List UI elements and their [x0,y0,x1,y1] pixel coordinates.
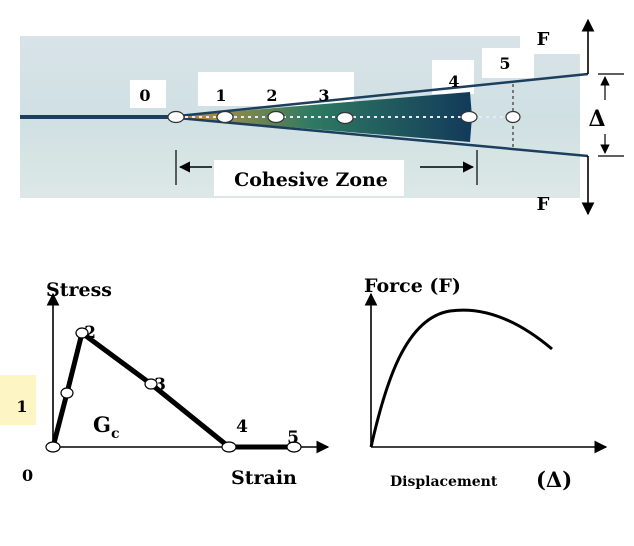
node-4 [460,110,478,124]
label-patch [130,80,166,108]
highlight-box [0,375,36,425]
point-label-5: 5 [287,428,299,448]
upper-crack-face [177,72,589,118]
force-label-top: F [537,29,550,50]
force-displacement-diagram: Force (F) Displacement (Δ) [364,275,608,492]
stage-label-3: 3 [318,86,329,105]
energy-subscript: c [111,426,120,442]
energy-symbol: G [93,412,111,437]
force-displacement-curve [369,308,553,448]
traction-curve [50,330,294,450]
stress-strain-diagram: Stress Strain 0 1 2 3 4 5 Gc [16,279,330,489]
side-label: 1 [16,397,27,416]
force-axis-label: Force (F) [364,275,461,297]
opening-label: Δ [588,106,605,132]
traction-point-0 [45,441,61,453]
force-label-bottom: F [537,194,550,215]
lower-crack-face [177,116,589,158]
traction-point-3 [144,378,158,390]
origin-label: 0 [22,466,33,485]
crack-figure: 0 1 2 3 4 5 F F Δ Cohesive Zone [20,18,624,216]
point-label-4: 4 [236,417,248,437]
traction-point-1 [60,387,74,399]
node-1 [216,110,234,124]
point-label-3: 3 [154,375,166,395]
point-label-2: 2 [84,323,96,343]
stage-label-2: 2 [266,86,277,105]
stage-label-1: 1 [215,86,226,105]
strain-axis-label: Strain [231,467,297,489]
stress-axis-label: Stress [46,279,112,301]
label-patch [520,32,582,54]
node-3 [336,111,354,125]
traction-point-4 [221,441,237,453]
energy-label: Gc [93,412,119,442]
node-0 [167,110,185,124]
stage-label-5: 5 [499,54,510,73]
stage-label-4: 4 [448,72,459,91]
zone-label: Cohesive Zone [234,169,388,191]
node-2 [267,110,285,124]
stage-label-0: 0 [139,86,150,105]
node-5 [505,110,521,124]
traction-point-5 [286,441,302,453]
traction-point-2 [75,327,89,339]
displacement-axis-label: Displacement [390,474,498,490]
displacement-axis-symbol: (Δ) [536,467,572,492]
label-patch [214,160,404,196]
